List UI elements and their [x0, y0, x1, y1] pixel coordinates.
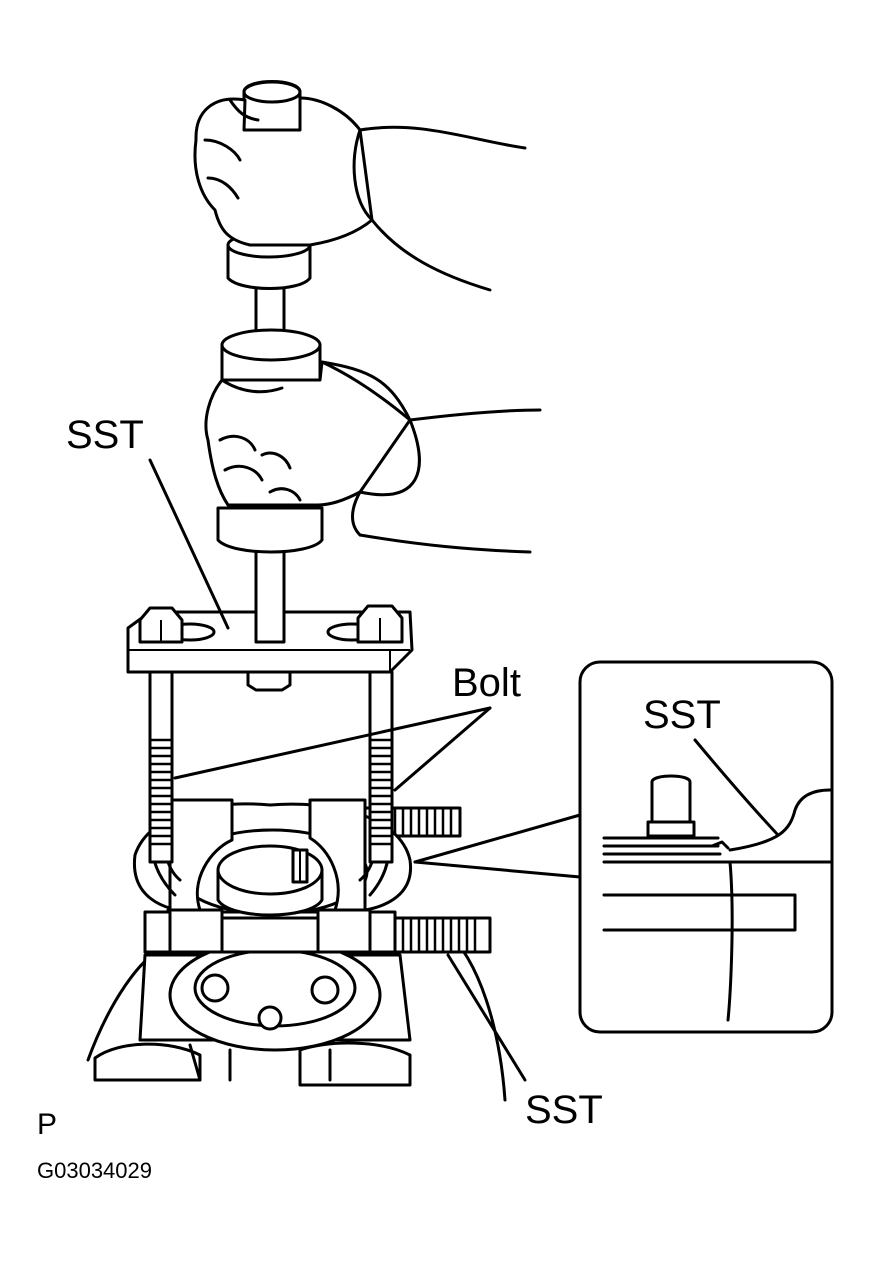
label-sst-bottom: SST [525, 1088, 603, 1132]
figure-code: G03034029 [37, 1158, 152, 1183]
label-sst-top: SST [66, 413, 144, 457]
inset-detail [413, 660, 834, 1034]
label-sst-inset: SST [643, 693, 721, 737]
label-bolt: Bolt [452, 661, 521, 705]
hub-flange [168, 938, 382, 1052]
leader-lines [148, 458, 527, 1082]
slide-hammer [216, 80, 324, 644]
hub-boss [216, 844, 324, 917]
upper-hand [193, 96, 527, 292]
puller-beam [126, 604, 414, 864]
view-mark: P [37, 1108, 58, 1141]
lower-hand [204, 360, 542, 554]
